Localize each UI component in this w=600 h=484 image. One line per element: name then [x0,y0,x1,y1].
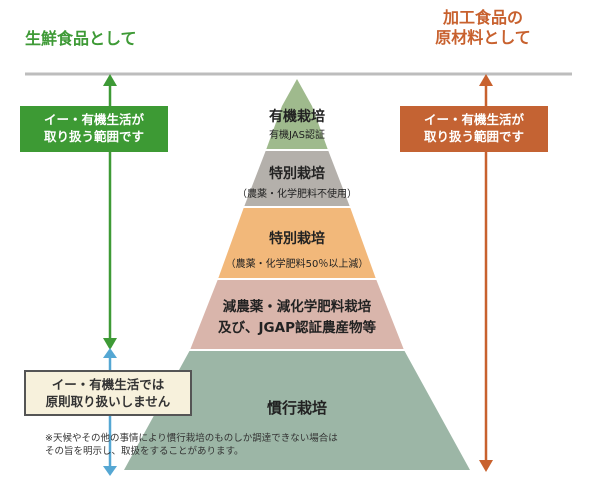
tier-special-no-chem [244,150,350,207]
not-handled-box: イー・有機生活では 原則取り扱いしません [24,370,192,416]
tier3-title: 特別栽培 [269,231,325,247]
tier-reduced-pesticide [190,279,404,350]
orange-arrow-down-head [479,460,493,472]
tier5-title: 慣行栽培 [266,399,327,417]
not-handled-line1: イー・有機生活では [51,377,165,392]
fresh-range-line2: 取り扱う範囲です [43,129,144,144]
fresh-range-line1: イー・有機生活が [43,112,144,127]
orange-arrow-up-head [479,74,493,86]
tier-organic [266,79,328,150]
processed-range-box: イー・有機生活が 取り扱う範囲です [400,106,548,152]
header-processed-line2: 原材料として [435,28,531,47]
header-processed-food: 加工食品の 原材料として [413,8,553,48]
tier4-line1: 減農薬・減化学肥料栽培 [222,299,372,315]
footnote-line1: ※天候やその他の事情により慣行栽培のものしか調達できない場合は [45,433,338,444]
footnote-line2: その旨を明示し、取扱をすることがあります。 [45,446,244,457]
tier1-subtitle: 有機JAS認証 [269,130,325,141]
green-arrow-up-head [103,74,117,86]
footnote: ※天候やその他の事情により慣行栽培のものしか調達できない場合は その旨を明示し、… [45,432,465,458]
tier-special-50pct [218,207,376,279]
not-handled-line2: 原則取り扱いしません [45,394,171,409]
tier3-subtitle: （農薬・化学肥料50％以上減） [225,259,369,270]
fresh-range-box: イー・有機生活が 取り扱う範囲です [20,106,168,152]
tier2-title: 特別栽培 [269,166,325,182]
header-processed-line1: 加工食品の [442,8,523,27]
green-arrow-down-head [103,338,117,350]
header-fresh-food: 生鮮食品として [25,29,137,48]
tier-conventional [124,350,470,470]
processed-range-line2: 取り扱う範囲です [423,129,524,144]
tier1-title: 有機栽培 [269,109,325,125]
blue-arrow-down-head [103,466,117,476]
tier2-subtitle: （農薬・化学肥料不使用） [237,189,357,200]
blue-arrow-up-head [103,348,117,358]
tier4-line2: 及び、JGAP認証農産物等 [218,320,376,336]
processed-range-line1: イー・有機生活が [423,112,524,127]
